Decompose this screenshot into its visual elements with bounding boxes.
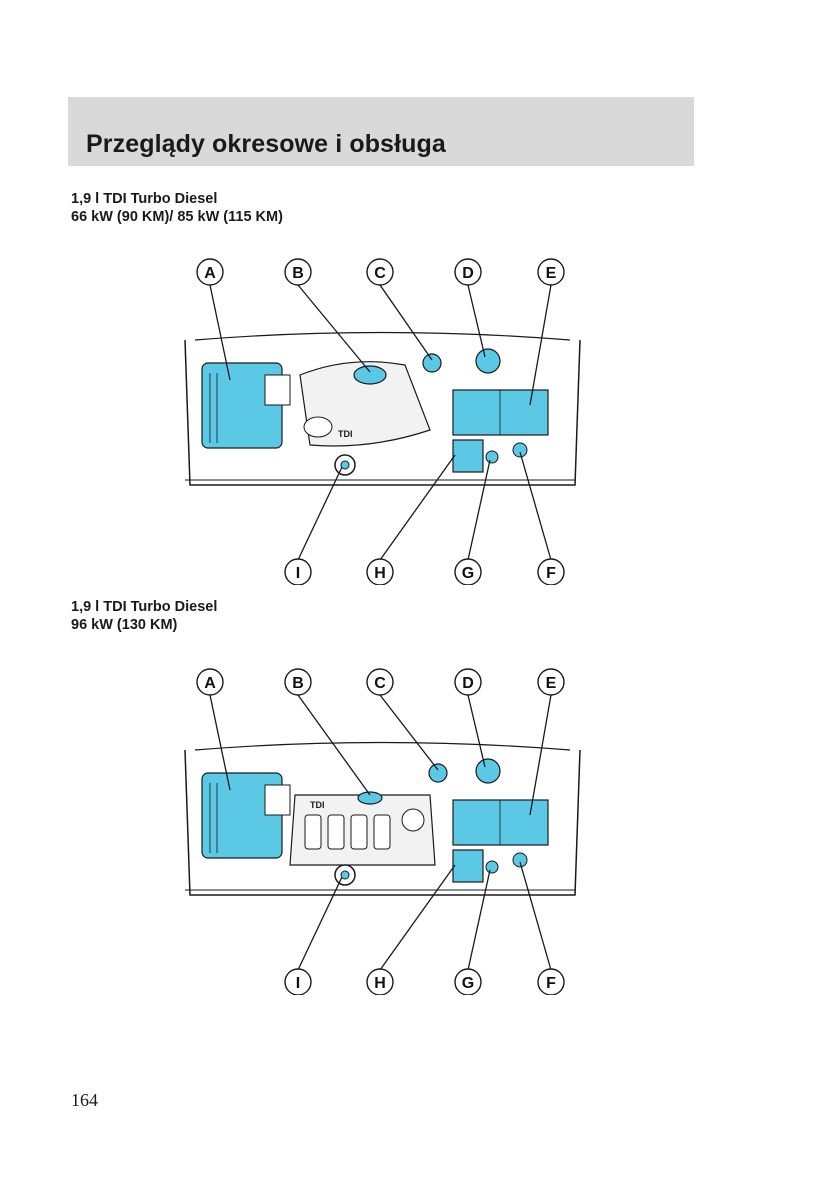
callout-h: H <box>374 975 386 992</box>
engine-power: 96 kW (130 KM) <box>71 617 178 633</box>
engine-cover-label: TDI <box>338 429 353 439</box>
engine-name: 1,9 l TDI Turbo Diesel <box>71 599 218 615</box>
callout-c: C <box>374 265 386 282</box>
header-bar: Przeglądy okresowe i obsługa <box>68 97 694 166</box>
air-filter-component <box>201 772 291 859</box>
callout-i: I <box>296 975 300 992</box>
engine-cover: TDI <box>299 361 431 447</box>
page-title: Przeglądy okresowe i obsługa <box>86 130 446 158</box>
engine-bay-diagram-1: TDI A B <box>170 255 590 585</box>
callouts-bottom-2: I H G F <box>284 968 565 995</box>
callout-b: B <box>292 675 304 692</box>
callout-f: F <box>546 975 556 992</box>
engine-bay-diagram-2: TDI A <box>170 665 590 995</box>
callout-c: C <box>374 675 386 692</box>
engine-name: 1,9 l TDI Turbo Diesel <box>71 191 218 207</box>
callout-g: G <box>462 975 474 992</box>
callouts-top-1: A B C D E <box>196 258 565 286</box>
engine-cover: TDI <box>289 791 436 866</box>
engine-power: 66 kW (90 KM)/ 85 kW (115 KM) <box>71 209 283 225</box>
callouts-bottom-1: I H G F <box>284 558 565 585</box>
page-number: 164 <box>71 1090 98 1110</box>
engine-cover-label: TDI <box>310 800 325 810</box>
engine-bay-svg-1: TDI A B <box>184 258 581 585</box>
callout-f: F <box>546 565 556 582</box>
callout-h: H <box>374 565 386 582</box>
callout-d: D <box>462 265 474 282</box>
callout-i: I <box>296 565 300 582</box>
section-heading-2: 1,9 l TDI Turbo Diesel 96 kW (130 KM) <box>71 598 217 634</box>
callout-a: A <box>204 675 216 692</box>
callout-e: E <box>546 265 557 282</box>
air-filter-component <box>201 362 291 449</box>
callouts-top-2: A B C D E <box>196 668 565 696</box>
callout-a: A <box>204 265 216 282</box>
callout-e: E <box>546 675 557 692</box>
section-heading-1: 1,9 l TDI Turbo Diesel 66 kW (90 KM)/ 85… <box>71 190 283 226</box>
callout-b: B <box>292 265 304 282</box>
engine-bay-svg-2: TDI A <box>184 668 581 995</box>
callout-g: G <box>462 565 474 582</box>
callout-d: D <box>462 675 474 692</box>
